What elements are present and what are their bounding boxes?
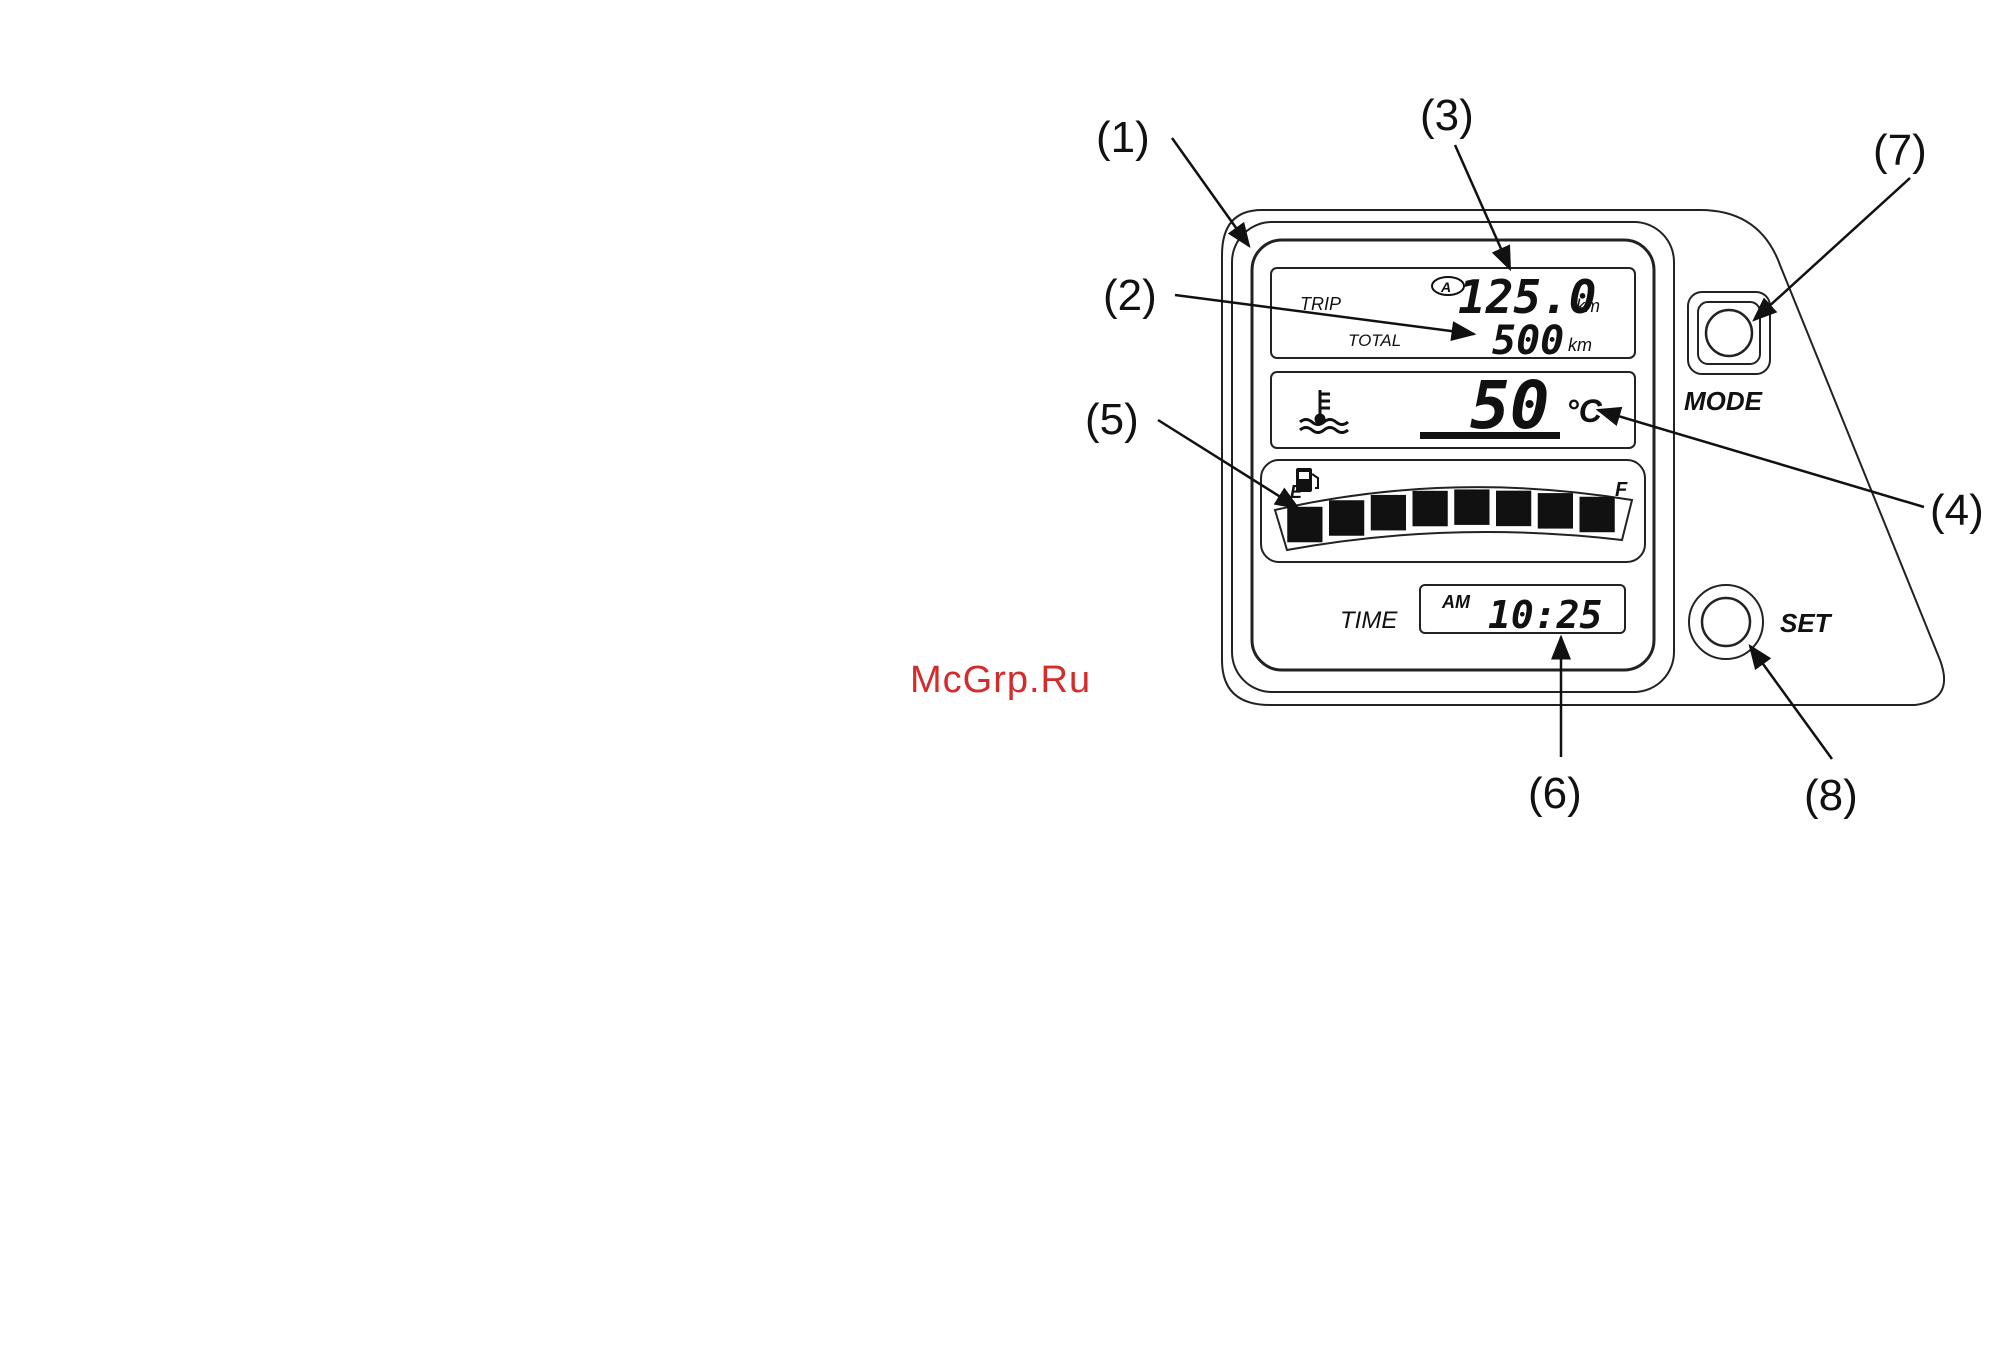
- fuel-segment: [1580, 497, 1614, 531]
- leader-arrow-5: [1158, 420, 1298, 508]
- fuel-bar-frame: [1275, 487, 1632, 550]
- callout-6: (6): [1528, 769, 1582, 818]
- callout-8: (8): [1804, 771, 1858, 820]
- time-label: TIME: [1340, 607, 1398, 634]
- time-ampm: AM: [1441, 592, 1471, 612]
- lcd-bezel: [1232, 222, 1674, 692]
- time-value: 10:25: [1488, 593, 1602, 637]
- callout-2: (2): [1103, 271, 1157, 320]
- fuel-segment: [1455, 490, 1489, 524]
- leader-arrow-3: [1455, 145, 1510, 269]
- trip-mode-letter: A: [1440, 279, 1451, 295]
- fuel-segment: [1330, 501, 1364, 535]
- callout-5: (5): [1085, 395, 1139, 444]
- watermark: McGrp.Ru: [910, 659, 1091, 701]
- callout-4: (4): [1930, 486, 1984, 535]
- total-unit: km: [1568, 335, 1592, 355]
- leader-arrow-8: [1750, 646, 1832, 759]
- coolant-temperature-icon: [1300, 390, 1348, 433]
- total-value: 500: [1492, 318, 1564, 364]
- fuel-segment: [1413, 492, 1447, 526]
- leader-arrow-4: [1598, 410, 1924, 507]
- mode-button[interactable]: [1688, 292, 1770, 374]
- mode-button-label: MODE: [1684, 386, 1763, 416]
- temperature-unit: °C: [1566, 393, 1603, 429]
- fuel-segment: [1288, 508, 1322, 542]
- total-label: TOTAL: [1348, 331, 1401, 350]
- fuel-segment: [1497, 491, 1531, 525]
- trip-unit: km: [1576, 296, 1600, 316]
- temperature-underline: [1420, 432, 1560, 439]
- callout-3: (3): [1420, 91, 1474, 140]
- fuel-segment: [1539, 494, 1573, 528]
- fuel-segment: [1372, 496, 1406, 530]
- callout-1: (1): [1096, 113, 1150, 162]
- leader-arrow-7: [1754, 178, 1910, 320]
- callout-7: (7): [1873, 126, 1927, 175]
- leader-arrow-1: [1172, 138, 1249, 246]
- set-button-label: SET: [1780, 608, 1833, 638]
- fuel-pump-icon: [1296, 468, 1318, 492]
